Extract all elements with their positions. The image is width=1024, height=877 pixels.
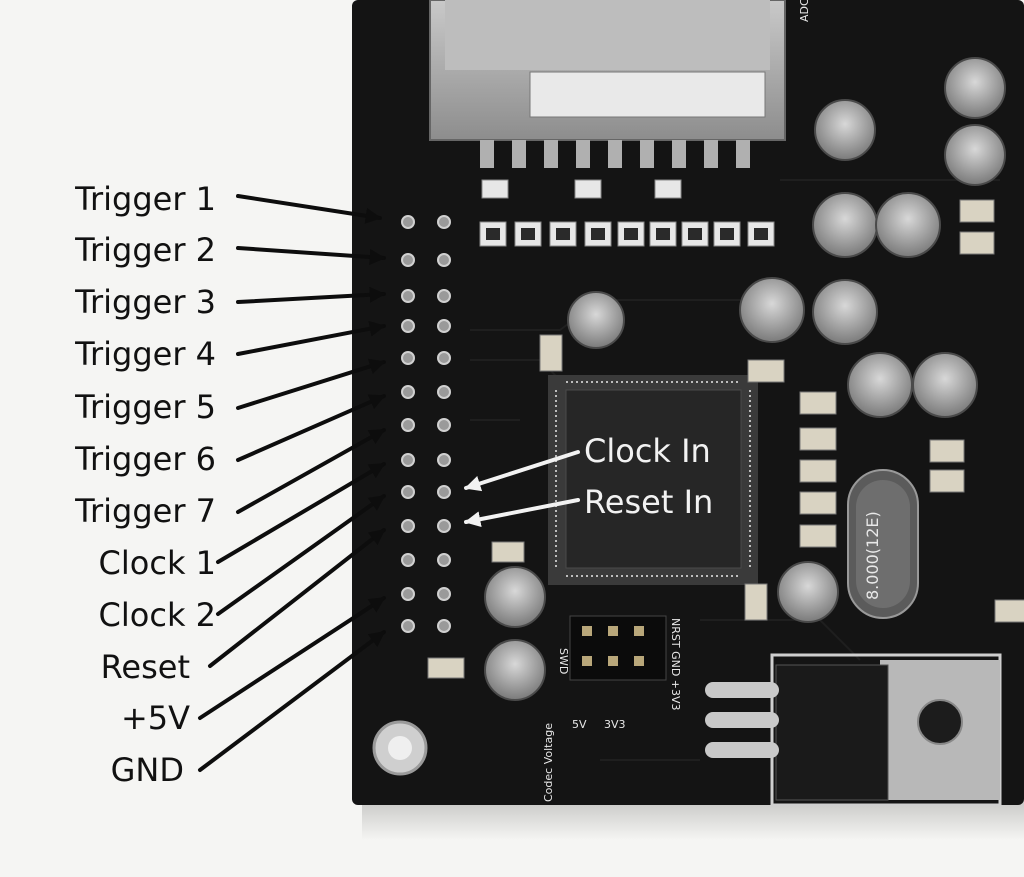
arrow-gnd <box>198 630 386 772</box>
arrow-clock-1 <box>216 462 386 564</box>
pin-header <box>401 215 451 633</box>
arrow-reset-in <box>464 498 580 528</box>
arrow-clock-in <box>464 450 580 492</box>
arrow-trigger-6 <box>236 394 386 462</box>
swd-header <box>569 615 667 681</box>
label-trigger-4: Trigger 4 <box>75 335 216 373</box>
label-gnd: GND <box>110 751 184 789</box>
arrow-trigger-4 <box>236 320 386 356</box>
main-chip <box>548 375 758 585</box>
label-clock-in: Clock In <box>584 432 711 470</box>
3v3-silkscreen: 3V3 <box>604 718 626 731</box>
5v-silkscreen: 5V <box>572 718 587 731</box>
electrolytic-capacitors <box>484 57 1006 701</box>
label-trigger-6: Trigger 6 <box>75 440 216 478</box>
label-trigger-5: Trigger 5 <box>75 388 216 426</box>
smd-caps <box>427 199 1024 679</box>
arrow-clock-2 <box>216 494 386 616</box>
arrow-trigger-3 <box>236 286 386 304</box>
arrow-trigger-5 <box>236 358 386 410</box>
label-reset-in: Reset In <box>584 483 714 521</box>
mounting-hole <box>372 720 428 776</box>
swd-silkscreen: SWD <box>557 648 570 674</box>
codec-voltage-silkscreen: Codec Voltage <box>542 723 555 802</box>
adc-silkscreen: ADC <box>798 0 811 22</box>
voltage-regulator <box>705 653 1002 807</box>
label-clock-1: Clock 1 <box>98 544 216 582</box>
arrow-trigger-7 <box>236 428 386 514</box>
label-clock-2: Clock 2 <box>98 596 216 634</box>
board-arrows <box>464 450 580 528</box>
label-trigger-7: Trigger 7 <box>75 492 216 530</box>
label-trigger-1: Trigger 1 <box>75 180 216 218</box>
label-plus-5v: +5V <box>120 699 190 737</box>
crystal-marking: 8.000(12E) <box>863 511 882 600</box>
arrow-reset <box>208 528 386 668</box>
crystal <box>847 469 919 619</box>
arrow-trigger-2 <box>236 246 386 265</box>
label-trigger-3: Trigger 3 <box>75 283 216 321</box>
arrow-5v <box>198 596 386 720</box>
label-reset: Reset <box>100 648 190 686</box>
header-pins-silkscreen: NRST GND +3V3 <box>669 618 682 711</box>
board-shadow <box>362 800 1024 840</box>
resistor-row <box>479 179 775 247</box>
sd-card-slot <box>429 0 786 168</box>
label-trigger-2: Trigger 2 <box>75 231 216 269</box>
arrow-trigger-1 <box>236 194 382 224</box>
pin-arrows <box>198 194 386 772</box>
